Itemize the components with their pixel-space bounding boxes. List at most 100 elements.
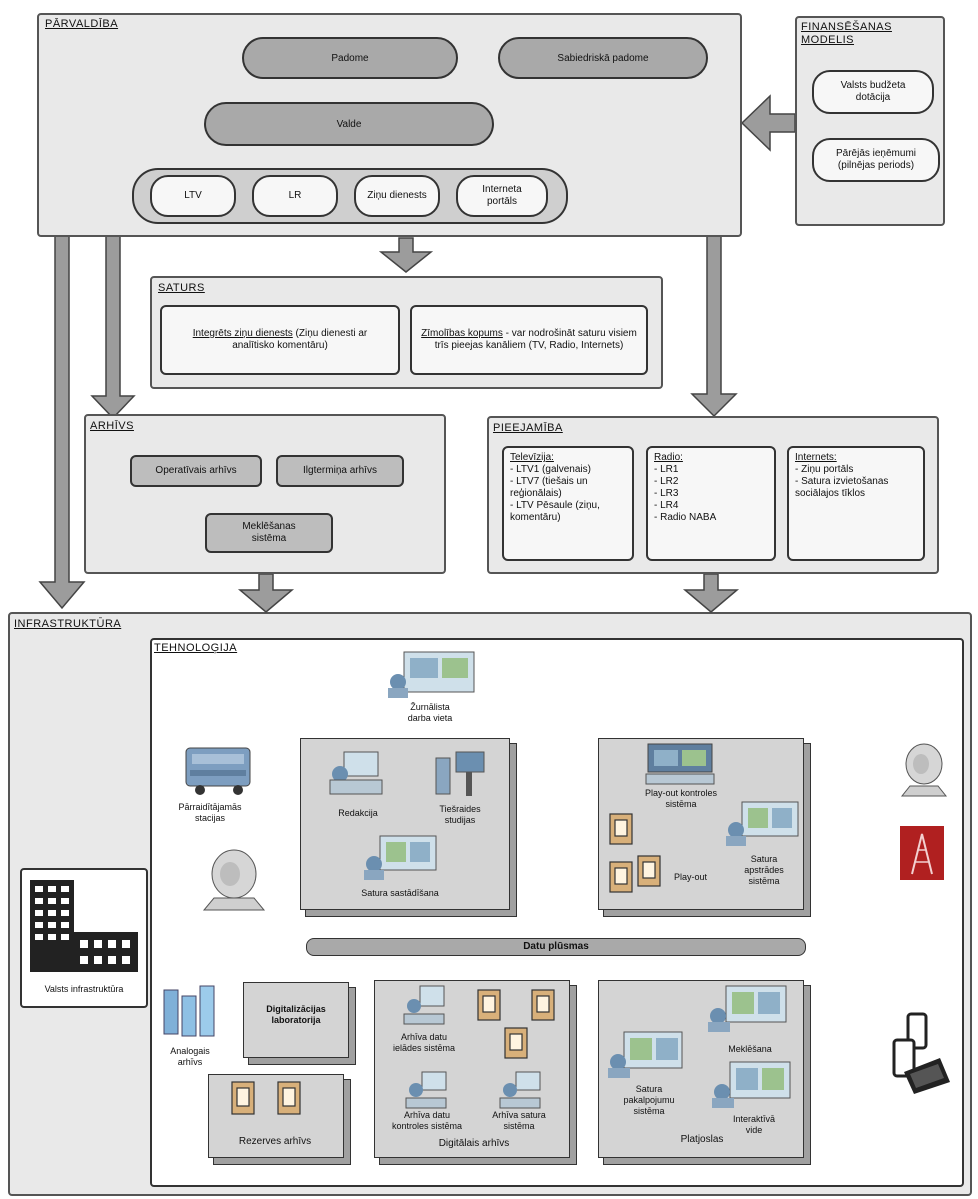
play-out-label: Play-out (674, 872, 708, 882)
sabiedriska-padome-node: Sabiedriskā padome (498, 37, 708, 79)
control-desk-icon (645, 743, 715, 785)
list-item: - Radio NABA (654, 512, 717, 523)
journalist-label: Žurnālista darba vieta (407, 702, 453, 723)
mobile-devices-icon (892, 1012, 950, 1094)
saturs-title: SATURS (158, 282, 205, 294)
pieejamiba-televizija: Televīzija: - LTV1 (galvenais) - LTV7 (t… (502, 446, 634, 561)
valde-node: Valde (204, 102, 494, 146)
arrow-to-infrastruktura (38, 235, 86, 610)
list-item: - LTV7 (tiešais un reģionālais) (510, 476, 588, 499)
redakcija-node: Redakcija (328, 748, 388, 826)
televizija-list: - LTV1 (galvenais) - LTV7 (tiešais un re… (510, 464, 626, 524)
meklesana-label: Meklēšana (728, 1044, 772, 1054)
journalist-workstation: Žurnālista darba vieta (384, 650, 476, 728)
saturs-box1-head: Integrēts ziņu dienests (192, 328, 293, 339)
satellite-dish-icon (202, 849, 266, 911)
rezerves-arhivs-label: Rezerves arhīvs (238, 1136, 312, 1147)
unit-lr: LR (252, 175, 338, 217)
workstation-icon (388, 651, 475, 698)
interaktiva-vide-label: Interaktīvā vide (732, 1114, 776, 1135)
finansesana-dotacija: Valsts budžeta dotācija (812, 70, 934, 114)
analogais-arhivs-label: Analogais arhīvs (170, 1046, 210, 1067)
pieejamiba-title: PIEEJAMĪBA (493, 422, 563, 434)
arhiva-ieladesana-node: Arhīva datu ielādes sistēma (384, 984, 464, 1064)
processing-desk-icon (726, 801, 799, 846)
satura-pakalpojumu-node: Satura pakalpojumu sistēma (606, 1030, 692, 1130)
satura-apstrades-node: Satura apstrādes sistēma (724, 800, 804, 900)
radio-list: - LR1 - LR2 - LR3 - LR4 - Radio NABA (654, 464, 768, 524)
meklesana-node: Meklēšana (704, 984, 796, 1074)
list-item: - LR1 (654, 464, 679, 475)
broadcast-tower-icon (900, 826, 944, 880)
arhivs-ilgtermina: Ilgtermiņa arhīvs (276, 455, 404, 487)
internets-list: - Ziņu portāls - Satura izvietošanas soc… (795, 464, 917, 500)
arhiva-satura-label: Arhīva satura sistēma (492, 1110, 546, 1131)
padome-node: Padome (242, 37, 458, 79)
saturs-box1-rest: (Ziņu dienesti ar analītisko komentāru) (232, 328, 368, 351)
list-item: - Satura izvietošanas sociālajos tīklos (795, 476, 889, 499)
list-item: - LTV1 (galvenais) (510, 464, 591, 475)
list-item: - Ziņu portāls (795, 464, 854, 475)
server-rack-icon (609, 813, 661, 893)
building-label: Valsts infrastruktūra (44, 984, 124, 994)
list-item: - LTV Pēsaule (ziņu, komentāru) (510, 500, 600, 523)
search-desk-icon (708, 985, 787, 1032)
archive-shelves-icon (163, 985, 215, 1037)
saturs-box2-head: Zīmolības kopums (421, 328, 503, 339)
saturs-box2-rest: - var nodrošināt saturu visiem trīs piee… (434, 328, 637, 351)
parraides-label: Pārraidītājamās stacijas (178, 802, 242, 823)
person-workstation-icon (405, 1071, 447, 1109)
satellite-dish-right-icon (900, 743, 948, 797)
datu-plusmas-bus: Datu plūsmas (306, 938, 806, 956)
arrow-to-arhivs (90, 235, 136, 420)
unit-interneta-portals: Interneta portāls (456, 175, 548, 217)
analogais-arhivs-node: Analogais arhīvs (160, 984, 220, 1080)
list-item: - LR3 (654, 488, 679, 499)
list-item: - LR4 (654, 500, 679, 511)
arrow-to-pieejamiba (690, 235, 738, 418)
digitalizacijas-cube (243, 982, 349, 1058)
tiesraides-node: Tiešraides studijas (420, 748, 500, 830)
tehnologija-title: TEHNOLOĢIJA (154, 642, 238, 654)
arhivs-operativais: Operatīvais arhīvs (130, 455, 262, 487)
unit-zinu-dienests: Ziņu dienests (354, 175, 440, 217)
saturs-zimolibas: Zīmolības kopums - var nodrošināt saturu… (410, 305, 648, 375)
playout-kontroles-node: Play-out kontroles sistēma (640, 742, 722, 818)
digitalizacijas-label: Digitalizācijas laboratorija (266, 1004, 326, 1025)
arrow-from-finansesana (740, 94, 796, 152)
list-item: - LR2 (654, 476, 679, 487)
finansesana-ienemumi: Pārējās ieņēmumi (pilnējas periods) (812, 138, 940, 182)
finansesana-panel: FINANSĒŠANAS MODELIS (795, 16, 945, 226)
person-desk-icon (329, 751, 383, 795)
satura-sastadisana-node: Satura sastādīšana (340, 834, 460, 904)
studio-camera-icon (435, 751, 485, 796)
interaktiva-vide-node: Interaktīvā vide (708, 1060, 800, 1144)
finansesana-title-2: MODELIS (801, 34, 855, 46)
finansesana-title-1: FINANSĒŠANAS (801, 21, 892, 33)
tiesraides-label: Tiešraides studijas (439, 804, 481, 825)
arhiva-satura-node: Arhīva satura sistēma (476, 1070, 562, 1150)
platjoslas-label: Platjoslas (680, 1134, 724, 1145)
person-workstation-icon (403, 985, 445, 1025)
pieejamiba-internets: Internets: - Ziņu portāls - Satura izvie… (787, 446, 925, 561)
interactive-desk-icon (712, 1061, 791, 1108)
internets-head: Internets: (795, 452, 837, 463)
parvaldiba-title: PĀRVALDĪBA (45, 18, 119, 30)
editing-desk-icon (364, 835, 437, 880)
parraides-stacija-node: Pārraidītājamās stacijas (160, 744, 260, 836)
unit-ltv: LTV (150, 175, 236, 217)
rezerves-arhivs-cube (208, 1074, 344, 1158)
arrow-to-saturs (378, 237, 434, 273)
building-icon (30, 880, 138, 972)
truck-icon (185, 747, 251, 795)
saturs-integrets: Integrēts ziņu dienests (Ziņu dienesti a… (160, 305, 400, 375)
radio-head: Radio: (654, 452, 683, 463)
arhiva-kontroles-label: Arhīva datu kontroles sistēma (391, 1110, 463, 1131)
arhivs-meklesana: Meklēšanas sistēma (205, 513, 333, 553)
service-desk-icon (608, 1031, 683, 1078)
satura-apstrades-label: Satura apstrādes sistēma (744, 854, 784, 886)
arhivs-title: ARHĪVS (90, 420, 134, 432)
arhiva-ieladesana-label: Arhīva datu ielādes sistēma (392, 1032, 456, 1053)
pieejamiba-radio: Radio: - LR1 - LR2 - LR3 - LR4 - Radio N… (646, 446, 776, 561)
building-card: Valsts infrastruktūra (20, 868, 148, 1008)
